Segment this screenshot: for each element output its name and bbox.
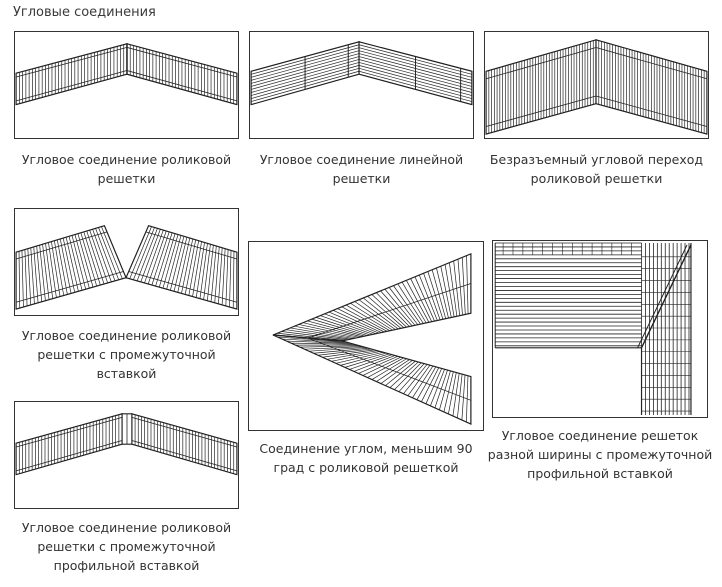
caption-line: решетки bbox=[332, 171, 391, 186]
caption-linear-corner: Угловое соединение линейной решетки bbox=[249, 150, 474, 188]
page-title: Угловые соединения bbox=[13, 5, 156, 20]
caption-line: Угловое соединение линейной bbox=[259, 152, 464, 167]
diagram-seamless-corner bbox=[484, 31, 709, 139]
caption-line: решетки с промежуточной bbox=[37, 347, 216, 362]
diagram-roller-insert bbox=[14, 208, 239, 316]
roller-profile-insert-drawing bbox=[15, 413, 238, 476]
caption-different-width: Угловое соединение решеток разной ширины… bbox=[482, 426, 718, 483]
caption-roller-profile-insert: Угловое соединение роликовой решетки с п… bbox=[14, 518, 239, 575]
caption-line: профильной вставкой bbox=[527, 466, 673, 481]
caption-line: решетки с промежуточной bbox=[37, 539, 216, 554]
acute-angle-drawing bbox=[272, 252, 472, 425]
caption-line: роликовой решетки bbox=[530, 171, 663, 186]
diagram-roller-corner bbox=[14, 31, 239, 139]
seamless-corner-drawing bbox=[485, 39, 708, 135]
diagram-linear-corner bbox=[249, 31, 474, 139]
diagram-different-width bbox=[492, 240, 708, 418]
caption-line: Угловое соединение роликовой bbox=[21, 520, 232, 535]
caption-acute-angle: Соединение углом, меньшим 90 град с роли… bbox=[248, 439, 484, 477]
caption-line: Угловое соединение роликовой bbox=[21, 152, 232, 167]
caption-line: профильной вставкой bbox=[53, 558, 200, 573]
caption-line: вставкой bbox=[96, 366, 157, 381]
caption-line: Соединение углом, меньшим 90 bbox=[259, 441, 473, 456]
roller-corner-drawing bbox=[15, 43, 238, 106]
caption-roller-insert: Угловое соединение роликовой решетки с п… bbox=[14, 326, 239, 383]
caption-line: Угловое соединение решеток bbox=[501, 428, 699, 443]
caption-line: решетки bbox=[97, 171, 156, 186]
diagram-acute-angle bbox=[248, 241, 484, 431]
caption-roller-corner: Угловое соединение роликовой решетки bbox=[14, 150, 239, 188]
caption-seamless-corner: Безразъемный угловой переход роликовой р… bbox=[484, 150, 709, 188]
caption-line: Угловое соединение роликовой bbox=[21, 328, 232, 343]
roller-insert-drawing bbox=[15, 224, 238, 310]
caption-line: Безразъемный угловой переход bbox=[489, 152, 704, 167]
caption-line: град с роликовой решеткой bbox=[273, 460, 459, 475]
caption-line: разной ширины с промежуточной bbox=[487, 447, 713, 462]
linear-corner-drawing bbox=[250, 41, 473, 106]
diagram-roller-profile-insert bbox=[14, 401, 239, 509]
different-width-drawing bbox=[494, 242, 692, 416]
